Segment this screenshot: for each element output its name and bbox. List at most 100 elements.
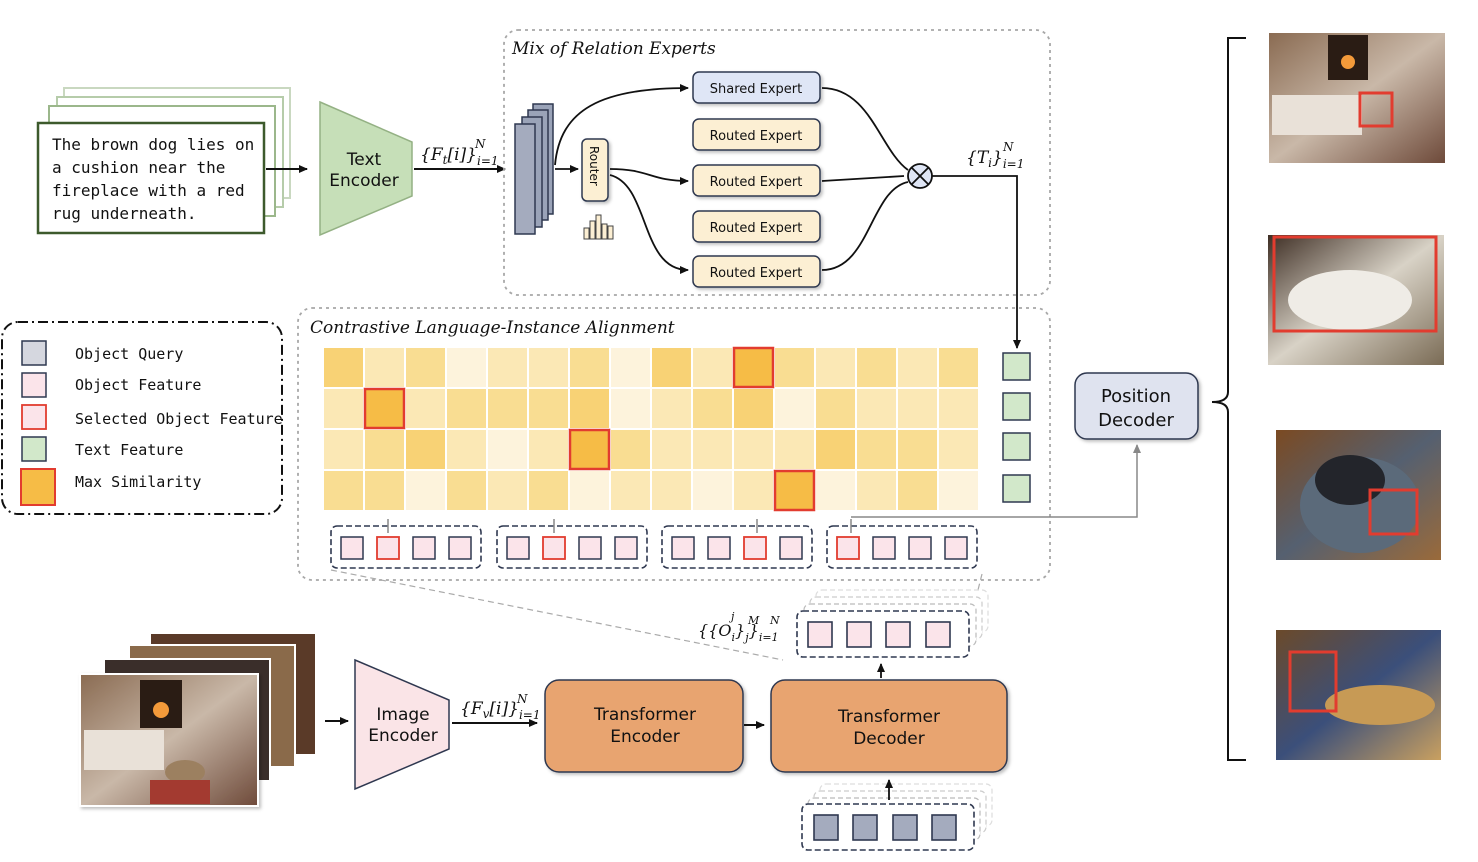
similarity-cell [609, 469, 652, 512]
text-feature-column [1002, 352, 1031, 503]
similarity-cell [445, 469, 488, 512]
transformer-encoder-label-2: Encoder [610, 727, 680, 747]
caption-line-3: fireplace with a red [52, 181, 245, 200]
similarity-cell [855, 346, 898, 389]
object-feature-group [826, 525, 978, 569]
transformer-decoder-label-2: Decoder [853, 729, 925, 749]
svg-text:M: M [747, 614, 760, 627]
similarity-cell [445, 428, 488, 471]
routed-expert-3-label: Routed Expert [710, 221, 803, 236]
similarity-cell [650, 428, 693, 471]
similarity-cell [773, 387, 816, 430]
image-encoder-label-2: Encoder [368, 726, 438, 746]
bar-chart-icon [583, 214, 614, 240]
similarity-cell [691, 469, 734, 512]
legend-object-feature-swatch [21, 372, 47, 398]
routed-expert-2: Routed Expert [692, 164, 821, 197]
text-encoder-label-1: Text [346, 150, 382, 170]
similarity-cell [527, 428, 570, 471]
transformer-encoder: Transformer Encoder [544, 679, 744, 773]
legend-object-query-swatch [21, 340, 47, 366]
object-feature-group [496, 525, 648, 569]
similarity-cell [445, 387, 488, 430]
legend-object-query: Object Query [75, 345, 183, 363]
output-photo-1 [1269, 33, 1445, 163]
token-stack [514, 103, 554, 235]
similarity-cell [404, 469, 447, 512]
routed-expert-3: Routed Expert [692, 210, 821, 243]
object-feature [448, 536, 472, 560]
max-similarity-cell [732, 346, 775, 389]
similarity-cell [404, 346, 447, 389]
similarity-cell [896, 469, 939, 512]
text-output-math: {Ti}i=1 N [966, 140, 1024, 171]
similarity-cell [773, 428, 816, 471]
routed-expert-1-label: Routed Expert [710, 129, 803, 144]
similarity-cell [486, 387, 529, 430]
svg-text:N: N [769, 614, 780, 627]
object-feature-group [330, 525, 482, 569]
similarity-matrix [322, 346, 980, 512]
similarity-cell [404, 428, 447, 471]
object-feature [506, 536, 530, 560]
similarity-cell [404, 387, 447, 430]
clia-container [297, 307, 1051, 581]
similarity-cell [896, 387, 939, 430]
similarity-cell [322, 428, 365, 471]
caption-line-4: rug underneath. [52, 204, 197, 223]
svg-text:N: N [516, 692, 528, 706]
similarity-cell [363, 428, 406, 471]
similarity-cell [855, 469, 898, 512]
routed-expert-1: Routed Expert [692, 118, 821, 151]
object-feature [340, 536, 364, 560]
similarity-cell [773, 346, 816, 389]
routed-expert-4: Routed Expert [692, 255, 821, 288]
object-feature-groups [330, 525, 978, 569]
object-feature [412, 536, 436, 560]
svg-text:{Fv[i]}i=1: {Fv[i]}i=1 [460, 699, 540, 722]
legend-text-feature-swatch [21, 436, 47, 462]
output-photo-2 [1268, 235, 1444, 365]
router: Router [581, 138, 609, 202]
arrow-text-features-down [932, 175, 1021, 349]
object-feature [614, 536, 638, 560]
output-brace [1211, 37, 1246, 761]
object-feature [944, 536, 968, 560]
similarity-cell [937, 387, 980, 430]
similarity-cell [650, 387, 693, 430]
selected-object-feature [836, 536, 860, 560]
text-encoder-label-2: Encoder [329, 171, 399, 191]
svg-text:N: N [474, 137, 486, 151]
legend-max-similarity: Max Similarity [75, 473, 201, 491]
similarity-cell [937, 428, 980, 471]
selected-connections [387, 444, 1141, 533]
similarity-cell [691, 346, 734, 389]
similarity-cell [896, 428, 939, 471]
similarity-cell [322, 469, 365, 512]
similarity-cell [568, 387, 611, 430]
object-feature-group [661, 525, 813, 569]
legend-selected-object-feature: Selected Object Feature [75, 410, 283, 428]
similarity-cell [527, 469, 570, 512]
text-input-stack: The brown dog lies on a cushion near the… [36, 87, 291, 235]
similarity-cell [650, 346, 693, 389]
decoder-output-stack [796, 589, 989, 658]
svg-text:{Ft[i]}i=1: {Ft[i]}i=1 [420, 145, 499, 168]
similarity-cell [609, 387, 652, 430]
similarity-cell [609, 428, 652, 471]
svg-text:j: j [728, 610, 735, 623]
object-feature [707, 536, 731, 560]
similarity-cell [896, 346, 939, 389]
similarity-cell [486, 469, 529, 512]
similarity-cell [855, 428, 898, 471]
legend-box [1, 321, 283, 515]
object-feature [908, 536, 932, 560]
object-feature [578, 536, 602, 560]
text-encoder: Text Encoder [319, 100, 413, 237]
output-photo-4 [1276, 630, 1441, 760]
svg-text:N: N [1002, 140, 1014, 154]
similarity-cell [814, 346, 857, 389]
position-decoder-label-1: Position [1101, 386, 1171, 407]
legend-max-similarity-swatch [20, 468, 56, 506]
legend: Object Query Object Feature Selected Obj… [20, 340, 283, 506]
